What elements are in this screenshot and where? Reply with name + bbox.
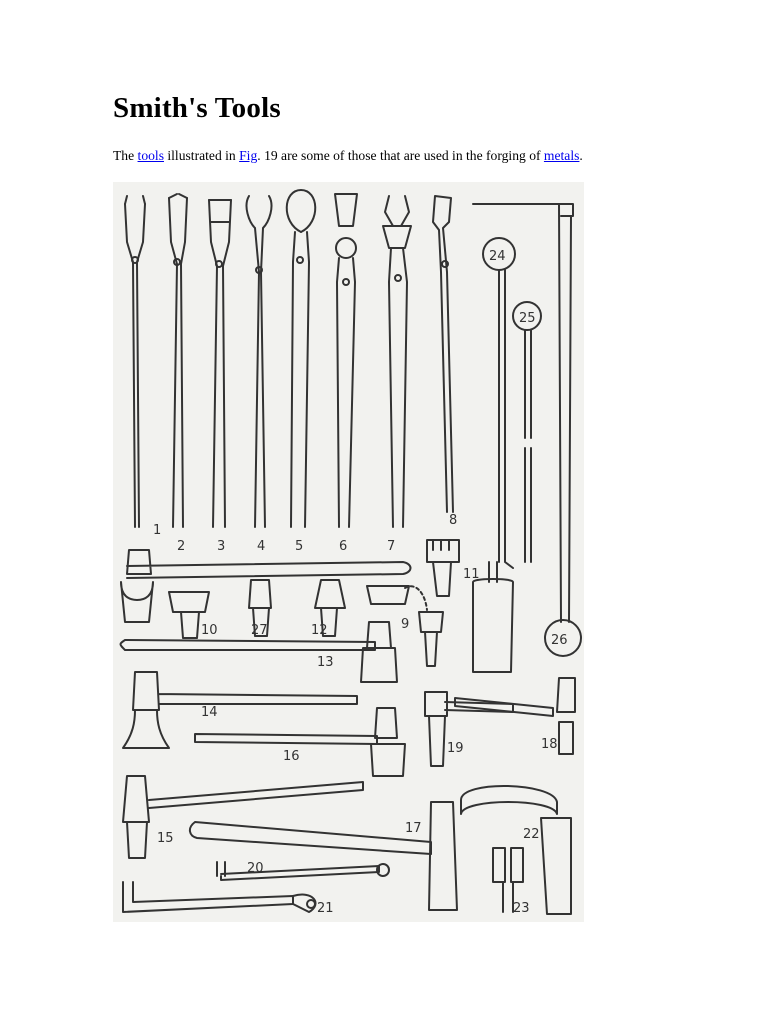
tool-27-drawing <box>248 579 272 637</box>
figure-label-9: 9 <box>401 617 409 632</box>
figure-label-7: 7 <box>387 539 395 554</box>
tool-18-drawing <box>454 677 576 755</box>
figure-label-2: 2 <box>177 539 185 554</box>
poker-25-drawing <box>512 301 542 563</box>
figure-label-25: 25 <box>519 311 536 326</box>
link-metals[interactable]: metals <box>543 148 580 163</box>
figure-label-26: 26 <box>551 633 568 648</box>
figure-label-16: 16 <box>283 749 300 764</box>
tool-10-drawing <box>120 549 412 639</box>
figure-label-12: 12 <box>311 623 328 638</box>
tongs-7-drawing <box>382 195 412 528</box>
tool-15-drawing <box>122 775 364 859</box>
tool-13-drawing <box>119 621 398 683</box>
figure-label-27: 27 <box>251 623 268 638</box>
tool-9-drawing <box>366 585 444 667</box>
figure-label-1: 1 <box>153 523 161 538</box>
tool-14-drawing <box>122 671 358 749</box>
figure-label-6: 6 <box>339 539 347 554</box>
figure-label-15: 15 <box>157 831 174 846</box>
figure-label-4: 4 <box>257 539 265 554</box>
link-fig[interactable]: Fig <box>239 148 258 163</box>
link-tools[interactable]: tools <box>137 148 164 163</box>
figure-label-11: 11 <box>463 567 480 582</box>
figure-label-18: 18 <box>541 737 558 752</box>
tool-17-drawing <box>189 801 458 911</box>
figure-label-20: 20 <box>247 861 264 876</box>
figure-label-21: 21 <box>317 901 334 916</box>
figure-label-17: 17 <box>405 821 422 836</box>
figure-label-8: 8 <box>449 513 457 528</box>
tool-20-drawing <box>216 861 390 881</box>
figure-label-19: 19 <box>447 741 464 756</box>
figure-label-14: 14 <box>201 705 218 720</box>
shovel-drawing <box>472 561 514 673</box>
tongs-6-drawing <box>334 193 358 528</box>
tongs-3-drawing <box>208 199 232 528</box>
tongs-5-drawing <box>285 189 317 528</box>
figure-label-22: 22 <box>523 827 540 842</box>
tongs-1-drawing <box>124 195 146 528</box>
page-title: Smith's Tools <box>113 92 281 124</box>
tool-11-drawing <box>426 539 460 597</box>
tool-19-drawing <box>424 691 514 767</box>
figure-label-23: 23 <box>513 901 530 916</box>
poker-24-drawing <box>482 237 516 569</box>
poker-26-drawing <box>472 203 582 657</box>
figure-label-10: 10 <box>201 623 218 638</box>
tool-16-drawing <box>194 707 406 777</box>
tool-21-drawing <box>122 881 317 913</box>
tool-23-drawing <box>492 847 524 913</box>
tongs-4-drawing <box>245 195 273 528</box>
intro-paragraph: The tools illustrated in Fig. 19 are som… <box>113 148 583 163</box>
figure-label-5: 5 <box>295 539 303 554</box>
figure-label-24: 24 <box>489 249 506 264</box>
figure-label-3: 3 <box>217 539 225 554</box>
figure-label-13: 13 <box>317 655 334 670</box>
tool-22-drawing <box>460 785 572 915</box>
tongs-2-drawing <box>168 193 188 528</box>
tool-12-drawing <box>314 579 346 637</box>
tongs-8-drawing <box>432 195 454 513</box>
